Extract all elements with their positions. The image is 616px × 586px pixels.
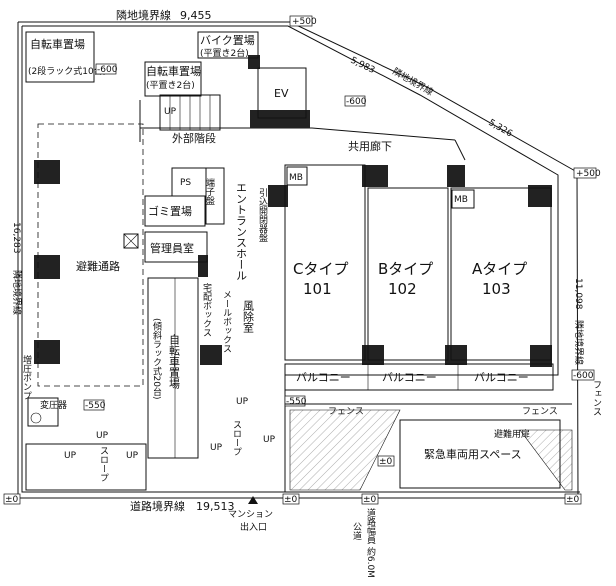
windbreak-room-label: 風除室 <box>242 300 255 333</box>
evac-route-label: 避難通路 <box>76 259 120 273</box>
unit-c-balcony: バルコニー <box>296 371 351 384</box>
incline-rack <box>147 277 199 459</box>
incline-bicycle-label: 自転車置場 <box>168 334 181 390</box>
slope-1-label: スロープ <box>98 446 108 482</box>
shared-corridor-label: 共用廊下 <box>348 139 392 153</box>
bicycle-parking-2-label: 自転車置場 <box>146 64 201 78</box>
level-zero-emergency: ±0 <box>379 457 393 467</box>
external-stairs-label: 外部階段 <box>172 131 216 145</box>
terminal-board-label: 端子盤 <box>204 177 215 205</box>
public-road-label: 公道 <box>351 522 362 541</box>
unit-walls <box>284 164 552 361</box>
level-minus600-b: -600 <box>346 97 367 107</box>
unit-b-type: Bタイプ <box>378 260 433 278</box>
unit-c-mb: MB <box>289 173 303 183</box>
garbage-label: ゴミ置場 <box>148 204 192 218</box>
unit-b-balcony: バルコニー <box>382 371 437 384</box>
transformer-icon <box>30 412 42 424</box>
unit-c-number: 101 <box>303 280 332 298</box>
equipment-box <box>123 233 139 249</box>
unit-a-type: Aタイプ <box>472 260 527 278</box>
transformer-label: 変圧器 <box>40 399 67 411</box>
up-marker-4: UP <box>236 397 249 407</box>
evac-route-outline <box>37 123 144 387</box>
mansion-entrance-line1: マンション <box>228 510 273 520</box>
level-minus550-a: -550 <box>85 401 106 411</box>
level-zero-right: ±0 <box>566 495 580 505</box>
up-marker-1: UP <box>64 451 77 461</box>
right-length-label: 11,098 <box>573 278 583 310</box>
up-marker-2: UP <box>96 431 109 441</box>
booster-pump-label: 増圧ポンプ <box>21 354 32 400</box>
up-marker-3: UP <box>126 451 139 461</box>
level-plus500-top: +500 <box>292 17 317 27</box>
stairs-up-label: UP <box>164 107 177 117</box>
manager-room-label: 管理員室 <box>150 241 194 255</box>
unit-a-balcony: バルコニー <box>474 371 529 384</box>
unit-b-number: 102 <box>388 280 417 298</box>
up-marker-5: UP <box>263 435 276 445</box>
bike-parking-label: バイク置場 <box>200 34 255 47</box>
diag-length-1-label: 5,983 <box>349 56 377 76</box>
left-boundary-label: 隣地境界線 <box>11 270 23 315</box>
unit-a-mb: MB <box>454 195 468 205</box>
ps-label: PS <box>180 178 191 188</box>
bottom-length-label: 19,513 <box>196 500 235 513</box>
level-minus550-b: -550 <box>286 397 307 407</box>
fence-2-label: フェンス <box>522 407 558 417</box>
right-boundary-label: 隣地境界線 <box>573 320 585 365</box>
top-boundary-label: 隣地境界線 <box>116 8 171 22</box>
mail-box-label: メールボックス <box>221 290 232 353</box>
level-minus600-c: -600 <box>573 371 594 381</box>
emergency-space-area <box>289 409 573 491</box>
bicycle-parking-2-note: (平置き2台) <box>146 79 195 91</box>
left-length-label: 16,283 <box>11 222 21 254</box>
bicycle-parking-box <box>25 31 95 83</box>
road-width-label: 道路幅員 約6.0M <box>365 507 376 578</box>
balcony-row <box>284 363 554 391</box>
fence-3-label: フェンス <box>591 380 601 416</box>
top-length-label: 9,455 <box>180 9 212 22</box>
entrance-arrow-icon <box>248 496 258 504</box>
incline-bicycle-note: (傾斜ラック式20台) <box>151 318 162 399</box>
pullout-board-label: 引込開閉器盤 <box>257 188 268 242</box>
emergency-space-label: 緊急車両用スペース <box>424 447 522 461</box>
level-zero-left: ±0 <box>5 495 19 505</box>
bottom-boundary-label: 道路境界線 <box>130 499 185 513</box>
unit-a-number: 103 <box>482 280 511 298</box>
delivery-box-label: 宅配ボックス <box>201 282 212 337</box>
level-zero-mid: ±0 <box>284 495 298 505</box>
external-stairs <box>159 94 221 131</box>
bike-parking-note: (平置き2台) <box>200 47 249 59</box>
slope-2-label: スロープ <box>231 420 241 456</box>
up-marker-6: UP <box>210 443 223 453</box>
unit-c-type: Cタイプ <box>293 260 348 278</box>
bicycle-parking-1-label: 自転車置場 <box>30 37 85 51</box>
diag-boundary-label: 隣地境界線 <box>391 65 436 98</box>
structural-columns <box>34 55 552 367</box>
entrance-hall-label: エントランスホール <box>235 182 248 281</box>
ev-label: EV <box>274 87 289 100</box>
level-minus600-a: -600 <box>97 65 118 75</box>
level-zero-road: ±0 <box>363 495 377 505</box>
bicycle-parking-1-note: (2段ラック式10台) <box>28 65 106 77</box>
mansion-entrance-line2: 出入口 <box>240 521 267 533</box>
level-plus500-right: +500 <box>576 169 601 179</box>
